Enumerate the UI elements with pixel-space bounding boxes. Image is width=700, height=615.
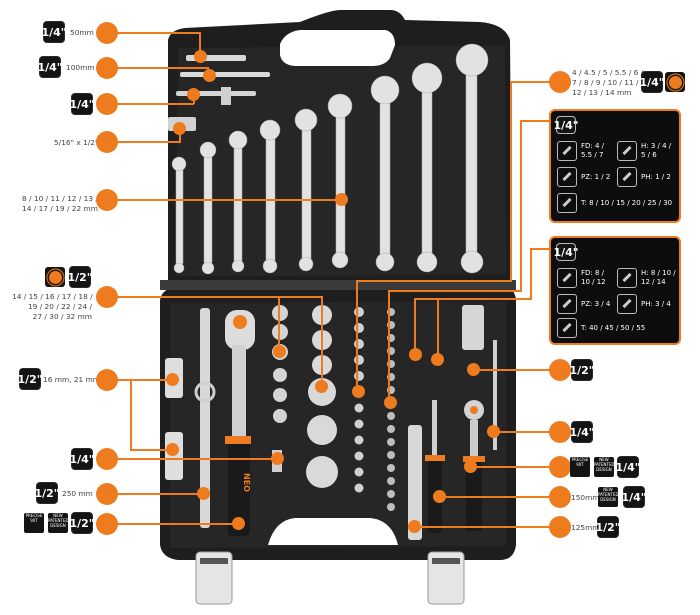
bit-label: 5.5 / 7 — [581, 151, 604, 159]
callout-dot — [96, 286, 118, 308]
callout-dot — [96, 22, 118, 44]
callout-dot — [96, 57, 118, 79]
bit-label: 12 / 14 — [641, 278, 666, 286]
drive-size-badge: 1/4" — [41, 22, 67, 42]
sockets-quarter-label-line2: 7 / 8 / 9 / 10 / 11 / — [572, 78, 639, 87]
drive-size-badge: 1/4" — [553, 117, 579, 133]
bit-label: FD: 8 / — [581, 269, 605, 277]
callout-dot — [549, 516, 571, 538]
torx-bit-icon — [557, 318, 577, 338]
lid-handle-hole — [280, 30, 395, 66]
latch-right — [427, 551, 465, 605]
callout-dot — [96, 189, 118, 211]
drive-size-badge: 1/4" — [37, 57, 63, 77]
patented-design-badge: NEW PATENTED DESIGN — [594, 457, 615, 477]
bit-label: PZ: 3 / 4 — [581, 299, 611, 308]
bit-holder-50-label: 50mm — [70, 28, 94, 37]
wrenches-label-line1: 8 / 10 / 11 / 12 / 13 / — [22, 194, 98, 203]
sockets-half-label-line2: 19 / 20 / 22 / 24 / — [27, 302, 92, 311]
bit-label: PH: 1 / 2 — [641, 172, 671, 181]
spark-plug-socket-21 — [165, 432, 183, 480]
bit-label: PH: 3 / 4 — [641, 299, 671, 308]
adapter-label: 5/16" x 1/2" — [54, 138, 99, 147]
universal-joint-half — [462, 305, 484, 350]
extension-bar — [200, 308, 210, 528]
callout-dot — [96, 93, 118, 115]
precise-90t-badge: PRECISE 90T — [570, 457, 590, 477]
bit-label: 5 / 6 — [641, 151, 657, 159]
drive-size-badge: 1/2" — [34, 483, 60, 503]
drive-size-badge: 1/2" — [67, 267, 93, 287]
combination-wrenches — [171, 43, 489, 275]
bits-quarter-panel: 1/4" FD: 4 /5.5 / 7 H: 3 / 4 /5 / 6 PZ: … — [549, 109, 681, 223]
brand-logo: NEO — [241, 473, 251, 492]
wrenches-label-line2: 14 / 17 / 19 / 22 mm — [22, 204, 98, 213]
callout-dot — [549, 456, 571, 478]
hex-bit-icon — [617, 268, 637, 288]
callout-dot — [96, 483, 118, 505]
ratchet-head-half — [225, 310, 255, 350]
drive-size-badge: 1/4" — [69, 449, 95, 469]
patented-design-badge: NEW PATENTED DESIGN — [48, 513, 69, 533]
callout-dot — [96, 131, 118, 153]
callout-dot — [96, 448, 118, 470]
drive-size-badge: 1/4" — [621, 487, 647, 507]
screwdriver-150-label: 150mm — [571, 493, 600, 502]
callout-dot — [549, 71, 571, 93]
drive-size-badge: 1/4" — [69, 94, 95, 114]
drive-size-badge: 1/4" — [639, 72, 665, 92]
precise-90t-badge: PRECISE 90T — [24, 513, 44, 533]
sockets-half-label-line3: 27 / 30 / 32 mm — [32, 312, 92, 321]
bit-label: PZ: 1 / 2 — [581, 172, 611, 181]
hex-socket-icon — [665, 72, 685, 92]
bit-label: FD: 4 / — [581, 142, 605, 150]
phillips-bit-icon — [617, 167, 637, 187]
drive-size-badge: 1/2" — [569, 360, 595, 380]
bit-label: H: 3 / 4 / — [641, 142, 672, 150]
pozidriv-bit-icon — [557, 294, 577, 314]
drive-size-badge: 1/2" — [69, 513, 95, 533]
extension-half-label: 250 mm — [62, 489, 93, 498]
drive-size-badge: 1/2" — [17, 369, 43, 389]
sockets-quarter-label-line1: 4 / 4.5 / 5 / 5.5 / 6 / — [572, 68, 644, 77]
bit-holder-100-label: 100mm — [66, 63, 95, 72]
hex-bit-icon — [617, 141, 637, 161]
callout-dot — [549, 421, 571, 443]
bit-label: T: 8 / 10 / 15 / 20 / 25 / 30 — [581, 198, 673, 207]
bit-label: 10 / 12 — [581, 278, 606, 286]
patented-design-badge: NEW PATENTED DESIGN — [598, 487, 619, 507]
tray-handle-hole — [268, 518, 398, 545]
callout-dot — [96, 513, 118, 535]
extension-125-label: 125mm — [571, 523, 600, 532]
sockets-quarter-label-line3: 12 / 13 / 14 mm — [572, 88, 632, 97]
callout-dot — [96, 369, 118, 391]
callout-dot — [549, 359, 571, 381]
bits-large-panel: 1/4" FD: 8 /10 / 12 H: 8 / 10 /12 / 14 P… — [549, 236, 681, 345]
hex-socket-icon — [45, 267, 65, 287]
bit-label: H: 8 / 10 / — [641, 269, 676, 277]
torx-bit-icon — [557, 193, 577, 213]
phillips-bit-icon — [617, 294, 637, 314]
flat-bit-icon — [557, 268, 577, 288]
pozidriv-bit-icon — [557, 167, 577, 187]
flat-bit-icon — [557, 141, 577, 161]
drive-size-badge: 1/4" — [569, 422, 595, 442]
bit-label: T: 40 / 45 / 50 / 55 — [581, 323, 646, 332]
extension-125 — [408, 425, 422, 540]
drive-size-badge: 1/2" — [595, 517, 621, 537]
spark-plug-label: 16 mm, 21 mm — [43, 375, 101, 384]
drive-size-badge: 1/4" — [615, 457, 641, 477]
drive-size-badge: 1/4" — [553, 244, 579, 260]
callout-dot — [549, 486, 571, 508]
latch-left — [195, 551, 233, 605]
sockets-half-label-line1: 14 / 15 / 16 / 17 / 18 / — [12, 292, 93, 301]
